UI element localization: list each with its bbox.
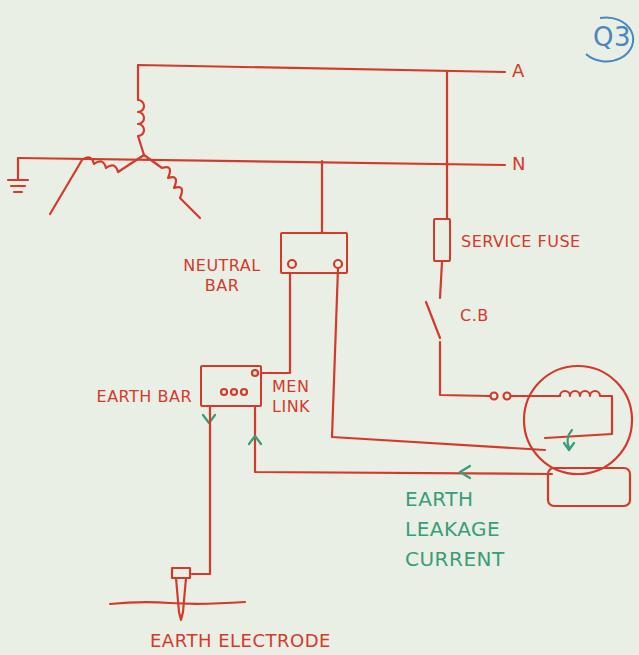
phase-wire bbox=[440, 262, 442, 298]
node-label: SERVICE FUSE bbox=[461, 232, 581, 252]
terminal bbox=[288, 260, 296, 268]
transformer-coil bbox=[144, 155, 200, 218]
neutral-bar: NEUTRAL BAR bbox=[280, 232, 348, 274]
node-label: NEUTRAL BAR bbox=[174, 256, 270, 296]
phase-wire bbox=[440, 342, 490, 396]
terminal bbox=[334, 260, 342, 268]
terminal bbox=[504, 393, 511, 400]
question-number: Q3 bbox=[593, 21, 631, 54]
terminal bbox=[221, 389, 227, 395]
phase-wire bbox=[446, 72, 448, 218]
current-arrow bbox=[564, 430, 574, 450]
terminal bbox=[231, 389, 237, 395]
earth-wire bbox=[255, 407, 552, 474]
electrode-shape bbox=[170, 566, 192, 622]
neutral-drop-wire bbox=[321, 161, 323, 232]
earth-symbol bbox=[8, 158, 28, 192]
circuit-breaker-symbol bbox=[426, 302, 440, 338]
node-label: EARTH ELECTRODE bbox=[150, 630, 331, 653]
wire-connector bbox=[192, 407, 210, 574]
motor-winding bbox=[545, 391, 612, 438]
transformer-coil bbox=[50, 155, 144, 214]
wire-connector bbox=[262, 274, 290, 373]
transformer-coil bbox=[138, 100, 144, 155]
earth-bar: EARTH BAR bbox=[200, 365, 262, 407]
terminal bbox=[252, 370, 258, 376]
question-circle bbox=[586, 17, 633, 61]
current-note: EARTH LEAKAGE CURRENT bbox=[405, 484, 523, 574]
phase-wire bbox=[138, 65, 505, 100]
earth-electrode: EARTH ELECTRODE bbox=[170, 566, 192, 622]
neutral-label: N bbox=[512, 153, 526, 176]
fuse-symbol: SERVICE FUSE bbox=[433, 218, 451, 262]
electrode-outline bbox=[172, 568, 190, 620]
neutral-wire bbox=[332, 268, 545, 450]
link-label: MEN LINK bbox=[272, 377, 322, 417]
phase-wire bbox=[511, 395, 560, 397]
current-arrow bbox=[460, 466, 470, 478]
motor-symbol bbox=[524, 366, 632, 474]
terminal bbox=[491, 393, 498, 400]
phase-label: A bbox=[512, 60, 525, 83]
current-arrow bbox=[249, 436, 261, 444]
breaker-label: C.B bbox=[460, 306, 489, 326]
node-label: EARTH BAR bbox=[97, 387, 192, 407]
terminal bbox=[241, 389, 247, 395]
